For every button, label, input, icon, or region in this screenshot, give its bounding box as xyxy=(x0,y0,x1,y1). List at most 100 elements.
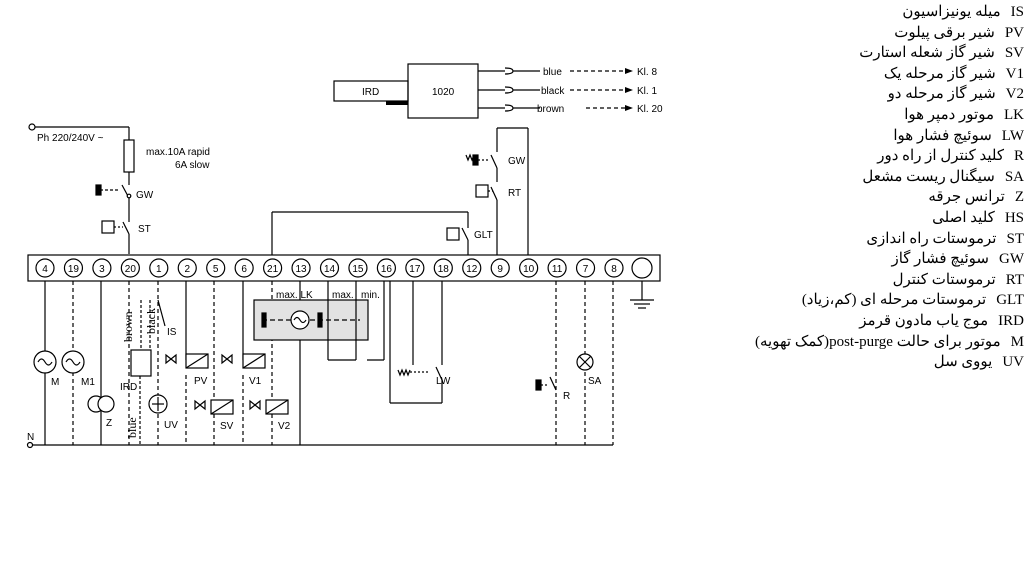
legend-code: V1 xyxy=(1005,65,1024,82)
terminal-number: 14 xyxy=(324,264,336,275)
terminal-circle xyxy=(92,258,112,278)
legend-item: یووی سل UV xyxy=(690,352,1024,373)
legend-code: V2 xyxy=(1005,86,1024,103)
label-is: IS xyxy=(167,327,177,338)
ird-output-wire-blue: blue xyxy=(543,67,562,78)
legend-item: ترموستات راه اندازی ST xyxy=(690,229,1024,250)
terminal-number: 6 xyxy=(241,264,247,275)
legend-description: شیر گاز مرحله یک xyxy=(883,65,996,82)
legend-description: سوئیچ فشار گاز xyxy=(891,251,989,268)
label-min: min. xyxy=(361,290,380,301)
legend-item: ترانس جرقه Z xyxy=(690,187,1024,208)
terminal-number: 19 xyxy=(68,264,80,275)
legend-description: شیر برقی پیلوت xyxy=(894,24,995,41)
label-z: Z xyxy=(106,418,112,429)
label-max: max. xyxy=(332,290,354,301)
terminal-circle xyxy=(234,258,254,278)
terminal-number: 20 xyxy=(125,264,137,275)
terminal-circle xyxy=(206,258,226,278)
terminal-circle xyxy=(490,258,510,278)
label-m: M xyxy=(51,377,59,388)
terminal-number: 21 xyxy=(267,264,279,275)
label-lw: LW xyxy=(436,376,451,387)
legend-item: شیر گاز مرحله یک V1 xyxy=(690,64,1024,85)
neutral-label: N xyxy=(27,432,34,443)
ird-unit-label: 1020 xyxy=(432,87,455,98)
terminal-number: 3 xyxy=(99,264,105,275)
terminal-number: 17 xyxy=(409,264,421,275)
legend-code: PV xyxy=(1004,24,1024,41)
legend-item: موتور برای حالت post-purge(کمک تهویه)M xyxy=(690,332,1024,353)
terminal-circle xyxy=(291,258,311,278)
legend-description: موتور دمپر هوا xyxy=(904,106,994,123)
wire-label-blue: blue xyxy=(125,417,139,438)
ird-output-terminal-2: Kl. 1 xyxy=(637,86,657,97)
terminal-number: 9 xyxy=(497,264,503,275)
legend-code: LK xyxy=(1004,106,1024,123)
ird-output-wire-brown: brown xyxy=(537,104,564,115)
terminal-circle xyxy=(519,258,539,278)
legend-item: ترموستات مرحله ای (کم،زیاد)GLT xyxy=(690,290,1024,311)
label-gw-right: GW xyxy=(508,156,526,167)
terminal-number: 18 xyxy=(438,264,450,275)
wire-label-brown: brown xyxy=(121,311,135,342)
legend-item: موتور دمپر هوا LK xyxy=(690,105,1024,126)
legend-code: HS xyxy=(1004,209,1024,226)
label-m1: M1 xyxy=(81,377,95,388)
earth-terminal xyxy=(631,257,653,279)
legend-description: سوئیچ فشار هوا xyxy=(893,127,992,144)
label-gw-left: GW xyxy=(136,190,154,201)
terminal-number: 13 xyxy=(295,264,307,275)
label-rt: RT xyxy=(508,188,521,199)
label-r: R xyxy=(563,391,570,402)
legend-code: GW xyxy=(999,251,1024,268)
terminal-circle xyxy=(63,258,84,278)
terminal-number: 5 xyxy=(213,264,219,275)
legend-description: سیگنال ریست مشعل xyxy=(862,168,995,185)
label-ird: IRD xyxy=(120,382,137,393)
legend-code: UV xyxy=(1002,354,1024,371)
legend-item: شیر برقی پیلوت PV xyxy=(690,23,1024,44)
legend-description: ترموستات مرحله ای (کم،زیاد) xyxy=(801,292,987,309)
legend-code: SV xyxy=(1004,45,1024,62)
legend-description: ترانس جرقه xyxy=(928,189,1005,206)
legend-description: ترموستات کنترل xyxy=(892,271,996,288)
label-st: ST xyxy=(138,224,151,235)
label-v2: V2 xyxy=(278,421,291,432)
legend-code: ST xyxy=(1006,230,1024,247)
legend-code: Z xyxy=(1014,189,1024,206)
legend-code: M xyxy=(1010,333,1024,350)
label-pv: PV xyxy=(194,376,208,387)
legend-description: کلید کنترل از راه دور xyxy=(877,148,1004,165)
terminal-number: 4 xyxy=(42,264,48,275)
terminal-circle xyxy=(348,258,368,278)
label-sa: SA xyxy=(588,376,602,387)
terminal-number: 10 xyxy=(523,264,535,275)
terminal-circle xyxy=(575,258,596,278)
ird-output-terminal-3: Kl. 20 xyxy=(637,104,663,115)
label-glt: GLT xyxy=(474,230,493,241)
legend-description: شیر گاز مرحله دو xyxy=(887,86,996,103)
legend-item: سیگنال ریست مشعل SA xyxy=(690,167,1024,188)
terminal-circle xyxy=(433,258,453,278)
terminal-number: 8 xyxy=(611,264,617,275)
label-sv: SV xyxy=(220,421,234,432)
label-v1: V1 xyxy=(249,376,262,387)
legend-description: یووی سل xyxy=(933,354,993,371)
legend-code: IRD xyxy=(998,312,1024,329)
terminal-circle xyxy=(376,258,396,278)
wire-label-black: black xyxy=(144,308,158,334)
terminal-number: 1 xyxy=(156,264,162,275)
terminal-number: 2 xyxy=(184,264,190,275)
ird-box-label: IRD xyxy=(362,87,379,98)
ird-output-terminal-1: Kl. 8 xyxy=(637,67,657,78)
legend-code: SA xyxy=(1004,168,1024,185)
legend-description: ترموستات راه اندازی xyxy=(866,230,997,247)
